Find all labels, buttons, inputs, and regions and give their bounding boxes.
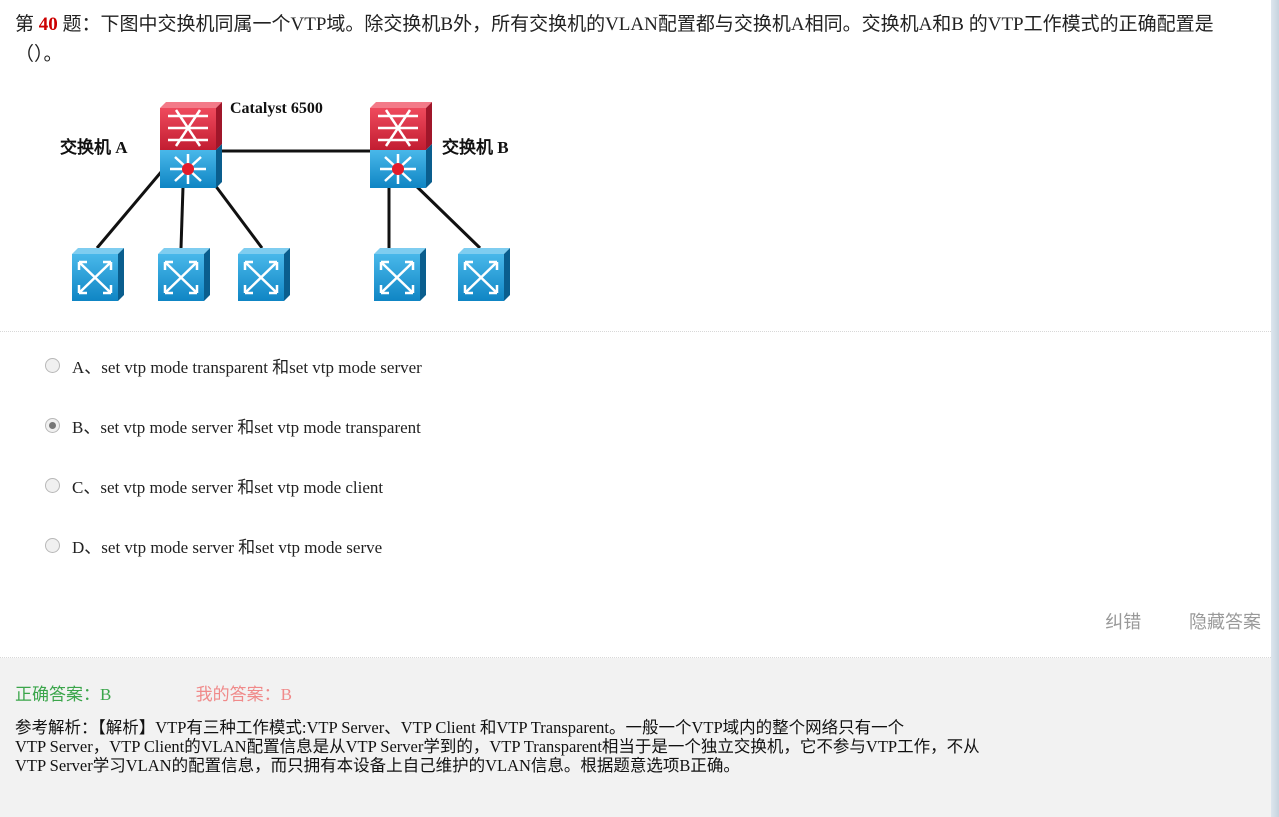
access-switch-icon bbox=[458, 248, 510, 301]
option-a[interactable]: A、set vtp mode transparent 和set vtp mode… bbox=[45, 353, 422, 413]
option-list: A、set vtp mode transparent 和set vtp mode… bbox=[45, 353, 422, 593]
question-body: 题：下图中交换机同属一个VTP域。除交换机B外，所有交换机的VLAN配置都与交换… bbox=[15, 14, 1214, 65]
option-b-radio[interactable] bbox=[45, 418, 60, 433]
section-divider bbox=[0, 657, 1279, 658]
link-a-2 bbox=[179, 186, 185, 249]
question-prefix: 第 bbox=[15, 14, 35, 35]
option-c-label: C、set vtp mode server 和set vtp mode clie… bbox=[72, 478, 384, 497]
answer-panel: 正确答案：B 我的答案：B 参考解析：【解析】VTP有三种工作模式:VTP Se… bbox=[0, 658, 1279, 817]
question-number: 40 bbox=[38, 14, 58, 35]
catalyst-switch-a-icon bbox=[160, 102, 222, 188]
option-a-radio[interactable] bbox=[45, 358, 60, 373]
link-a-1 bbox=[95, 164, 169, 249]
diagram-title: Catalyst 6500 bbox=[230, 100, 323, 117]
switch-b-label: 交换机 B bbox=[442, 137, 509, 157]
analysis-line: VTP Server学习VLAN的配置信息，而只拥有本设备上自己维护的VLAN信… bbox=[15, 756, 740, 775]
access-switch-icon bbox=[374, 248, 426, 301]
my-answer: 我的答案：B bbox=[195, 685, 292, 704]
option-d-label: D、set vtp mode server 和set vtp mode serv… bbox=[72, 538, 383, 557]
section-divider bbox=[0, 331, 1279, 332]
hide-answer-link[interactable]: 隐藏答案 bbox=[1189, 612, 1261, 633]
vertical-scrollbar[interactable] bbox=[1271, 0, 1279, 817]
access-switch-icon bbox=[158, 248, 210, 301]
answer-line: 正确答案：B 我的答案：B bbox=[15, 680, 292, 705]
question-text: 第 40 题：下图中交换机同属一个VTP域。除交换机B外，所有交换机的VLAN配… bbox=[15, 10, 1255, 70]
option-a-label: A、set vtp mode transparent 和set vtp mode… bbox=[72, 358, 422, 377]
network-diagram: Catalyst 6500 交换机 A 交换机 B bbox=[40, 90, 540, 320]
option-b[interactable]: B、set vtp mode server 和set vtp mode tran… bbox=[45, 413, 422, 473]
option-d-radio[interactable] bbox=[45, 538, 60, 553]
catalyst-switch-b-icon bbox=[370, 102, 432, 188]
answer-actions: 纠错 隐藏答案 bbox=[1063, 608, 1261, 634]
network-diagram-svg: Catalyst 6500 交换机 A 交换机 B bbox=[60, 100, 510, 301]
option-d[interactable]: D、set vtp mode server 和set vtp mode serv… bbox=[45, 533, 422, 593]
correct-answer: 正确答案：B bbox=[15, 685, 112, 704]
analysis-line: 参考解析：【解析】VTP有三种工作模式:VTP Server、VTP Clien… bbox=[15, 718, 905, 737]
access-switch-icon bbox=[238, 248, 290, 301]
option-c[interactable]: C、set vtp mode server 和set vtp mode clie… bbox=[45, 473, 422, 533]
access-switch-icon bbox=[72, 248, 124, 301]
link-b-2 bbox=[408, 178, 482, 250]
option-c-radio[interactable] bbox=[45, 478, 60, 493]
option-b-label: B、set vtp mode server 和set vtp mode tran… bbox=[72, 418, 421, 437]
switch-a-label: 交换机 A bbox=[60, 137, 128, 157]
report-error-link[interactable]: 纠错 bbox=[1105, 612, 1142, 633]
analysis-text: 参考解析：【解析】VTP有三种工作模式:VTP Server、VTP Clien… bbox=[15, 718, 1255, 775]
analysis-line: VTP Server，VTP Client的VLAN配置信息是从VTP Serv… bbox=[15, 737, 980, 756]
